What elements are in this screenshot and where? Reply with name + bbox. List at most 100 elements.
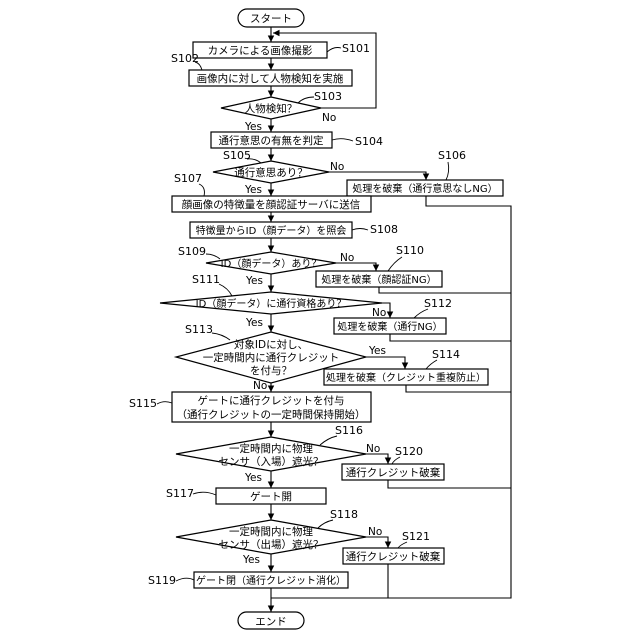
- step-s103-text: 人物検知？: [245, 102, 298, 115]
- s118-yes-label: Yes: [242, 554, 260, 566]
- step-s103: 人物検知？ S103 No Yes: [221, 90, 342, 133]
- step-s115: ゲートに通行クレジットを付与 （通行クレジットの一定時間保持開始） S115: [129, 392, 371, 422]
- s111-yes-label: Yes: [245, 317, 263, 329]
- step-s106-id: S106: [438, 149, 466, 162]
- step-s111-id: S111: [192, 273, 220, 286]
- s116-no-label: No: [366, 443, 380, 455]
- join-s114-to-trunk: [406, 385, 511, 392]
- leader-s107: [199, 184, 204, 196]
- step-s109-id: S109: [178, 245, 206, 258]
- s109-yes-label: Yes: [245, 275, 263, 287]
- step-s117-text: ゲート開: [250, 491, 292, 503]
- leader-s114: [426, 360, 437, 369]
- step-s104-text: 通行意思の有無を判定: [219, 134, 324, 147]
- step-s118-line-1: 一定時間内に物理: [229, 525, 313, 538]
- step-s117: ゲート開 S117: [166, 487, 326, 504]
- step-s102-text: 画像内に対して人物検知を実施: [197, 72, 344, 85]
- step-s120-id: S120: [395, 445, 423, 458]
- step-s101-id: S101: [342, 42, 370, 55]
- leader-s106: [446, 162, 449, 180]
- step-s113-line-1: 対象IDに対し、: [234, 338, 308, 351]
- s103-yes-label: Yes: [244, 121, 262, 133]
- arrow-s116-no-to-s120: [366, 454, 388, 464]
- end-terminal: エンド: [238, 612, 304, 629]
- step-s101-text: カメラによる画像撮影: [208, 44, 313, 57]
- leader-s120: [392, 457, 400, 464]
- step-s120-text: 通行クレジット破棄: [346, 466, 441, 479]
- step-s115-line-2: （通行クレジットの一定時間保持開始）: [177, 408, 366, 421]
- step-s116-line-2: センサ（入場）遮光？: [219, 455, 324, 468]
- step-s114-id: S114: [432, 348, 460, 361]
- s113-yes-label: Yes: [368, 345, 386, 357]
- step-s102-id: S102: [171, 52, 199, 65]
- step-s115-id: S115: [129, 397, 157, 410]
- leader-s116: [320, 436, 337, 445]
- step-s110-text: 処理を破棄（顔認証NG）: [321, 273, 436, 286]
- step-s105-text: 通行意思あり？: [234, 166, 308, 179]
- s105-yes-label: Yes: [244, 184, 262, 196]
- step-s113-line-2: 一定時間内に通行クレジット: [203, 351, 340, 364]
- step-s107-text: 顔画像の特徴量を顔認証サーバに送信: [182, 198, 360, 211]
- step-s108-id: S108: [370, 223, 398, 236]
- step-s119-id: S119: [148, 574, 176, 587]
- step-s104: 通行意思の有無を判定 S104: [211, 132, 383, 148]
- step-s109-text: ID（顔データ）あり？: [221, 257, 322, 270]
- join-s120-to-trunk: [388, 480, 511, 488]
- step-s116-id: S116: [335, 424, 363, 437]
- join-s110-to-trunk: [379, 287, 511, 293]
- s105-no-label: No: [330, 161, 344, 173]
- step-s111-text: ID（顔データ）に通行資格あり？: [196, 297, 347, 310]
- leader-s112: [414, 309, 428, 318]
- s118-no-label: No: [368, 526, 382, 538]
- arrow-s113-yes-to-s114: [366, 357, 405, 369]
- step-s121-id: S121: [402, 530, 430, 543]
- leader-s110: [388, 257, 402, 271]
- step-s118-line-2: センサ（出場）遮光？: [219, 538, 324, 551]
- s109-no-label: No: [340, 252, 354, 264]
- step-s110-id: S110: [396, 244, 424, 257]
- step-s110: 処理を破棄（顔認証NG） S110: [316, 244, 442, 287]
- step-s112-text: 処理を破棄（通行NG）: [337, 320, 442, 333]
- step-s115-line-1: ゲートに通行クレジットを付与: [198, 394, 345, 407]
- step-s106-text: 処理を破棄（通行意思なしNG）: [352, 182, 497, 195]
- leader-s119: [176, 578, 194, 581]
- s111-no-label: No: [372, 307, 386, 319]
- step-s118-id: S118: [330, 508, 358, 521]
- step-s121-text: 通行クレジット破棄: [346, 550, 441, 563]
- step-s105-id: S105: [223, 149, 251, 162]
- step-s119-text: ゲート閉（通行クレジット消化）: [196, 574, 346, 587]
- step-s116-line-1: 一定時間内に物理: [229, 442, 313, 455]
- leader-s103: [298, 97, 314, 103]
- end-label: エンド: [255, 616, 287, 628]
- s103-no-label: No: [322, 112, 336, 124]
- leader-s109: [206, 254, 220, 259]
- start-label: スタート: [250, 13, 292, 25]
- step-s108-text: 特徴量からID（顔データ）を照会: [196, 224, 347, 237]
- leader-s117: [193, 492, 216, 495]
- leader-s111: [219, 284, 232, 296]
- step-s103-id: S103: [314, 90, 342, 103]
- leader-s104: [332, 139, 353, 141]
- leader-s115: [157, 402, 172, 404]
- step-s114-text: 処理を破棄（クレジット重複防止）: [326, 371, 486, 384]
- start-terminal: スタート: [238, 9, 304, 27]
- leader-s101: [327, 48, 341, 53]
- arrow-s109-no-to-s110: [336, 263, 376, 271]
- step-s105: 通行意思あり？ S105 No Yes: [213, 149, 344, 196]
- step-s113-id: S113: [185, 323, 213, 336]
- arrow-s105-no-to-s106: [329, 172, 426, 180]
- step-s107-id: S107: [174, 172, 202, 185]
- join-s112-to-trunk: [390, 334, 511, 341]
- arrow-s118-no-to-s121: [366, 537, 388, 548]
- step-s112-id: S112: [424, 297, 452, 310]
- step-s104-id: S104: [355, 135, 383, 148]
- leader-s108: [352, 229, 368, 231]
- leader-s118: [318, 520, 333, 528]
- s116-yes-label: Yes: [244, 472, 262, 484]
- leader-s113: [212, 333, 230, 340]
- s113-no-label: No: [253, 380, 267, 392]
- step-s117-id: S117: [166, 487, 194, 500]
- step-s101: カメラによる画像撮影 S101: [193, 42, 370, 58]
- step-s113-line-3: を付与？: [250, 364, 292, 377]
